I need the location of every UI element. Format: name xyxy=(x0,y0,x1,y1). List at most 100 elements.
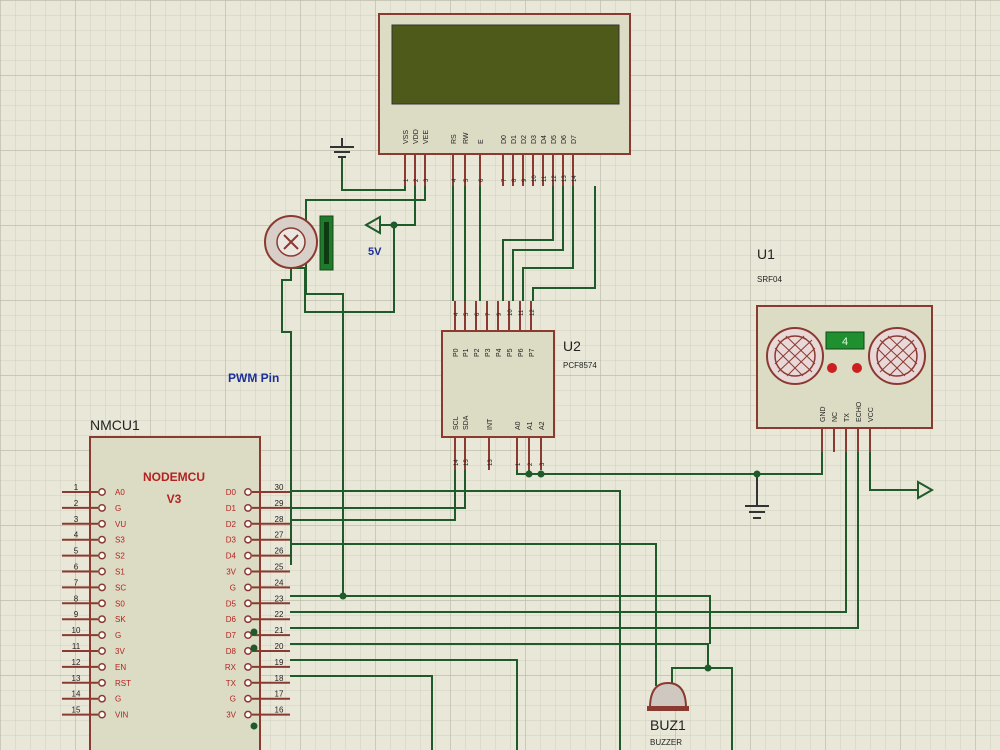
buzzer-ref: BUZ1 xyxy=(650,717,686,733)
junction-dot xyxy=(250,628,258,636)
mcu-right-pin-end xyxy=(244,662,252,671)
mcu-left-pin-name: G xyxy=(115,695,121,704)
mcu-left-pin-number: 5 xyxy=(74,547,79,556)
wire xyxy=(341,157,406,191)
mcu-left-pin-name: S3 xyxy=(115,536,125,545)
mcu-left-pin-end xyxy=(98,599,106,608)
u1-display-value: 4 xyxy=(842,336,848,348)
u1-pin-name: GND xyxy=(820,406,827,422)
mcu-right-pin-end xyxy=(244,503,252,512)
lcd-pin-name: D5 xyxy=(551,135,558,144)
mcu-left-pin-end xyxy=(98,631,106,640)
junction-dot xyxy=(537,470,545,478)
mcu-left-pin-name: G xyxy=(115,631,121,640)
mcu-right-pin-name: D6 xyxy=(226,615,237,624)
lcd-pins: VSS1VDD2VEE3RS4RW5E6D07D18D29D310D411D51… xyxy=(403,129,578,186)
mcu-left-pin-number: 2 xyxy=(74,499,79,508)
u2-bottom-pin-number: 15 xyxy=(464,459,470,466)
junction-dots xyxy=(250,221,761,730)
mcu-right-pin-name: RX xyxy=(225,663,237,672)
lcd-pin-number: 13 xyxy=(562,175,568,182)
mcu-left-pin-name: S2 xyxy=(115,552,125,561)
mcu-left-pin-name: A0 xyxy=(115,488,125,497)
lcd-pin-number: 5 xyxy=(464,178,470,182)
mcu-right-pin-name: TX xyxy=(226,679,237,688)
mcu-right-pin-end xyxy=(244,519,252,528)
u2-top-pin-name: P1 xyxy=(463,348,470,357)
mcu-left-pin-end xyxy=(98,519,106,528)
mcu-body[interactable] xyxy=(89,436,261,750)
wire xyxy=(516,470,529,475)
u2-bottom-pin-name: SDA xyxy=(463,415,470,430)
lcd-pin-number: 4 xyxy=(452,178,458,182)
mcu-left-pin-name: SC xyxy=(115,583,126,592)
mcu-right-pin-name: 3V xyxy=(226,568,236,577)
mcu-pins: 1A02G3VU4S35S26S17SC8S09SK10G113V12EN13R… xyxy=(62,483,290,720)
lcd-pin-number: 6 xyxy=(479,178,485,182)
supply-5v: 5V xyxy=(363,215,382,258)
mcu-right-pin-number: 19 xyxy=(275,658,284,667)
lcd-pin-name: D6 xyxy=(561,135,568,144)
lcd-pin-name: D2 xyxy=(521,135,528,144)
mcu-right-pin-end xyxy=(244,567,252,576)
u1-part: SRF04 xyxy=(757,275,782,284)
mcu-left-pin-number: 7 xyxy=(74,578,79,587)
buzzer-dome-icon[interactable] xyxy=(648,681,688,709)
mcu-right-pin-end xyxy=(244,583,252,592)
lcd-pin-name: VEE xyxy=(423,130,430,144)
nodemcu[interactable]: NMCU1 NODEMCU V3 1A02G3VU4S35S26S17SC8S0… xyxy=(62,417,290,750)
mcu-ref: NMCU1 xyxy=(90,417,140,433)
lcd-screen xyxy=(391,24,620,105)
u2-bottom-pin-name: INT xyxy=(487,418,494,430)
buzzer[interactable]: BUZ1 BUZZER xyxy=(647,681,689,747)
junction-dot xyxy=(390,221,398,229)
u2-part: PCF8574 xyxy=(563,361,597,370)
u2-top-pin-number: 11 xyxy=(519,309,525,316)
mcu-right-pin-number: 30 xyxy=(275,483,284,492)
u2-ref: U2 xyxy=(563,338,581,354)
junction-dot xyxy=(339,592,347,600)
mcu-right-pin-number: 21 xyxy=(275,626,284,635)
mcu-left-pin-end xyxy=(98,567,106,576)
u2-bottom-pin-number: 14 xyxy=(454,459,460,466)
pot-slider-track xyxy=(324,222,329,264)
lcd-display[interactable]: VSS1VDD2VEE3RS4RW5E6D07D18D29D310D411D51… xyxy=(378,13,631,186)
mcu-left-pin-name: EN xyxy=(115,663,126,672)
mcu-left-pin-number: 10 xyxy=(72,626,81,635)
supply-label: 5V xyxy=(368,246,382,258)
mcu-right-pin-name: G xyxy=(230,583,236,592)
u2-top-pin-name: P0 xyxy=(453,348,460,357)
u2-top-pin-number: 9 xyxy=(497,312,503,316)
mcu-left-pin-end xyxy=(98,662,106,671)
u1-pin-name: VCC xyxy=(868,407,875,422)
u2-top-pin-number: 7 xyxy=(486,312,492,316)
wire xyxy=(290,543,657,686)
mcu-left-pin-name: VIN xyxy=(115,711,129,720)
u2-top-pin-name: P7 xyxy=(529,348,536,357)
wire xyxy=(522,186,574,301)
wire xyxy=(290,470,466,509)
u2-top-pin-name: P6 xyxy=(518,348,525,357)
mcu-left-pin-number: 12 xyxy=(72,658,81,667)
u2-top-pin-name: P5 xyxy=(507,348,514,357)
mcu-left-pin-end xyxy=(98,488,106,496)
lcd-pin-name: VSS xyxy=(403,130,410,144)
u2-top-pin-name: P3 xyxy=(485,348,492,357)
lcd-pin-number: 11 xyxy=(542,175,548,182)
potentiometer[interactable] xyxy=(264,215,334,271)
u2-pcf8574[interactable]: U2 PCF8574 P04P15P26P37P49P510P611P712SC… xyxy=(441,301,597,470)
u1-transducer-right xyxy=(868,327,926,385)
mcu-right-pin-number: 27 xyxy=(275,531,284,540)
pwm-pin-label: PWM Pin xyxy=(228,371,279,385)
mcu-left-pin-end xyxy=(98,694,106,703)
mcu-right-pin-name: D7 xyxy=(226,631,237,640)
mcu-right-pin-name: D0 xyxy=(226,488,237,497)
wire xyxy=(281,268,292,565)
wire xyxy=(502,186,554,301)
mcu-left-pin-name: VU xyxy=(115,520,126,529)
mcu-left-pin-number: 3 xyxy=(74,515,79,524)
mcu-left-pin-name: S1 xyxy=(115,568,125,577)
u1-ground-symbol xyxy=(745,474,769,519)
